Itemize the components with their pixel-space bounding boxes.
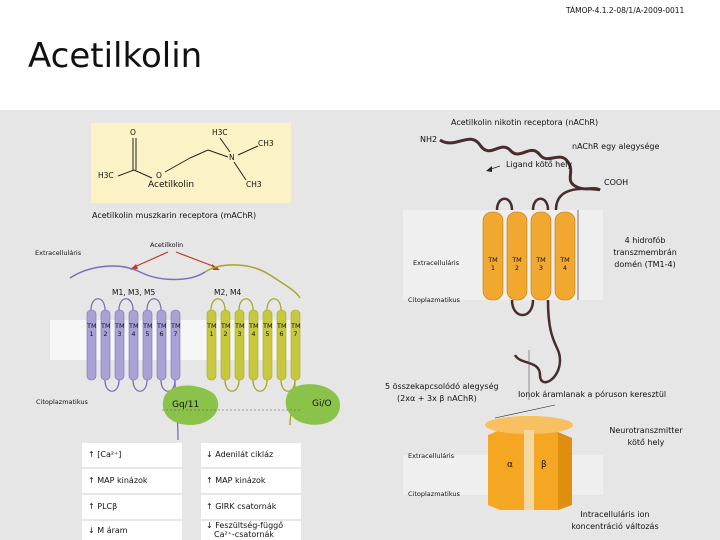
nachr-coil [439, 137, 601, 192]
m-cytoplasmic: Citoplazmatikus [36, 398, 88, 406]
effect-right: ↑ GIRK csatornák [206, 502, 277, 511]
nh2-label: NH2 [420, 135, 438, 144]
result-1: Intracelluláris ion [580, 510, 650, 519]
effect-left: ↑ MAP kinázok [88, 476, 148, 485]
domain-note-1: 4 hidrofób [624, 236, 666, 245]
molecule-name: Acetilkolin [148, 180, 195, 190]
gq11-protein [162, 385, 219, 425]
m-group-left: M1, M3, M5 [112, 288, 156, 297]
nAChR-title: Acetilkolin nikotin receptora (nAChR) [451, 118, 599, 127]
nachr-tm-label: TM 4 [560, 256, 570, 272]
tm-label: TM 6 [157, 322, 167, 338]
tm-label: TM 4 [249, 322, 259, 338]
n-extracellular-2: Extracelluláris [408, 452, 455, 460]
mol-o-mid: O [156, 171, 162, 180]
ion-channel [403, 416, 603, 510]
tm-label: TM 2 [101, 322, 111, 338]
molecule-bonds [117, 137, 259, 181]
nachr-tm-label: TM 3 [536, 256, 546, 272]
gio-protein [285, 384, 340, 425]
mol-ch3-bottom: CH3 [246, 180, 262, 189]
tm-label: TM 3 [115, 322, 125, 338]
cooh-label: COOH [604, 178, 629, 187]
mol-o-top: O [130, 128, 136, 137]
m24-helices [206, 309, 301, 381]
nachr-tm-label: TM 2 [512, 256, 522, 272]
nachr-helices [482, 211, 576, 301]
effect-right: ↓ Adenilát cikláz [206, 450, 274, 459]
alpha-label: α [507, 460, 513, 470]
nachr-tm-label: TM 1 [488, 256, 498, 272]
domain-note-3: domén (TM1-4) [614, 260, 676, 269]
n-cytoplasmic: Citoplazmatikus [408, 296, 460, 304]
page-title: Acetilkolin [28, 36, 203, 76]
mol-ch3-right: CH3 [258, 139, 274, 148]
domain-note-2: transzmembrán [613, 248, 677, 257]
effect-boxes [82, 443, 301, 540]
n-extracellular: Extracelluláris [413, 259, 460, 267]
subunit-label: nAChR egy alegysége [572, 142, 660, 151]
tm-label: TM 6 [277, 322, 287, 338]
gio-label: Gi/O [312, 399, 332, 409]
tm-label: TM 7 [291, 322, 301, 338]
nt-site-1: Neurotranszmitter [609, 426, 683, 435]
effect-right: Ca²⁺-csatornák [214, 530, 275, 539]
tm-label: TM 3 [235, 322, 245, 338]
m-ligand: Acetilkolin [150, 241, 184, 249]
tm-label: TM 4 [129, 322, 139, 338]
effect-left: ↑ PLCβ [88, 502, 118, 511]
tm-label: TM 1 [87, 322, 97, 338]
n-cytoplasmic-2: Citoplazmatikus [408, 490, 460, 498]
mol-h3c-left: H3C [98, 171, 114, 180]
effect-right: ↑ MAP kinázok [206, 476, 266, 485]
ion-flow: Ionok áramlanak a póruson keresztül [518, 390, 667, 399]
mol-h3c-top: H3C [212, 128, 228, 137]
assembly-1: 5 összekapcsolódó alegység [385, 382, 499, 391]
effect-left: ↑ [Ca²⁺] [88, 450, 122, 459]
nt-site-2: kötő hely [627, 438, 665, 447]
mol-n: N [229, 153, 235, 162]
gq11-label: Gq/11 [172, 400, 200, 410]
tm-label: TM 1 [207, 322, 217, 338]
m135-helices [86, 309, 181, 381]
result-2: koncentráció változás [571, 522, 659, 531]
mAChR-title: Acetilkolin muszkarin receptora (mAChR) [92, 211, 257, 220]
tm-label: TM 7 [171, 322, 181, 338]
effect-left: ↓ M áram [88, 526, 128, 535]
tm-label: TM 2 [221, 322, 231, 338]
acetylcholine-structure [91, 123, 291, 203]
effect-right: ↓ Feszültség-függő [206, 521, 284, 530]
tm-label: TM 5 [263, 322, 273, 338]
beta-label: β [541, 460, 547, 470]
m-group-right: M2, M4 [214, 288, 242, 297]
ligand-site-label: Ligand kötő hely [506, 160, 573, 169]
assembly-2: (2xα + 3x β nAChR) [397, 394, 477, 403]
header-code: TÁMOP-4.1.2-08/1/A-2009-0011 [566, 6, 685, 15]
tm-label: TM 5 [143, 322, 153, 338]
ligand-arrows [131, 251, 219, 269]
m-extracellular: Extracelluláris [35, 249, 82, 257]
